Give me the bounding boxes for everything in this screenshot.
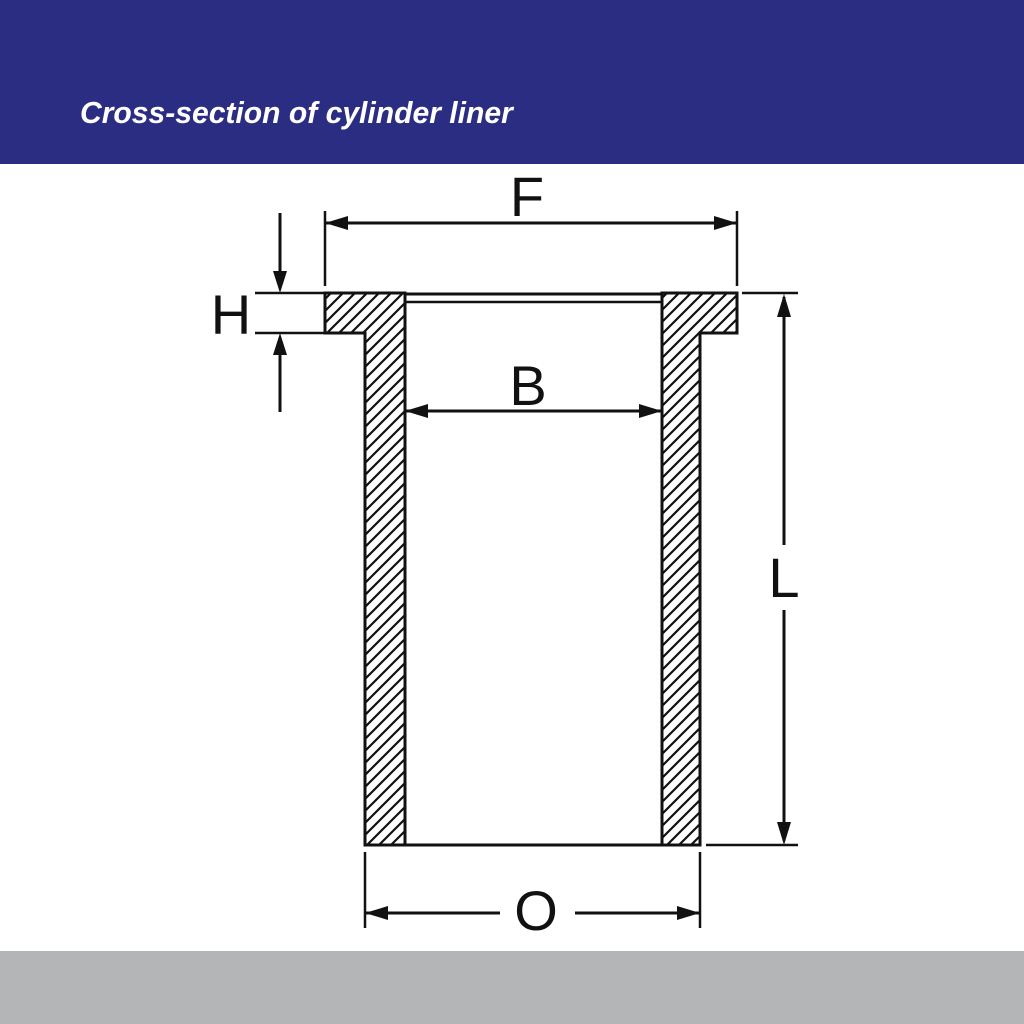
liner-body: [323, 291, 739, 847]
dimension-H: H: [211, 213, 324, 412]
arrowhead-right: [677, 906, 700, 920]
dimension-label-B: B: [509, 354, 546, 417]
arrowhead-up: [777, 294, 791, 317]
dimension-label-L: L: [768, 546, 799, 609]
arrowhead-left: [325, 216, 348, 230]
header-band: Cross-section of cylinder liner: [0, 0, 1024, 164]
dimension-L: L: [706, 291, 800, 847]
arrowhead-left: [405, 404, 428, 418]
arrowhead-up: [273, 333, 287, 355]
dimension-O: O: [363, 852, 702, 942]
liner-left-wall: [323, 291, 407, 847]
dimension-label-F: F: [510, 165, 544, 228]
arrowhead-left: [365, 906, 388, 920]
arrowhead-down: [777, 822, 791, 845]
footer-band: [0, 951, 1024, 1024]
dimension-B: B: [405, 354, 662, 418]
arrowhead-down: [273, 271, 287, 293]
arrowhead-right: [639, 404, 662, 418]
dimension-label-H: H: [211, 283, 251, 346]
dimension-F: F: [323, 165, 739, 286]
dimension-label-O: O: [514, 879, 558, 942]
arrowhead-right: [714, 216, 737, 230]
liner-right-wall: [660, 291, 739, 847]
page-title: Cross-section of cylinder liner: [80, 95, 513, 130]
